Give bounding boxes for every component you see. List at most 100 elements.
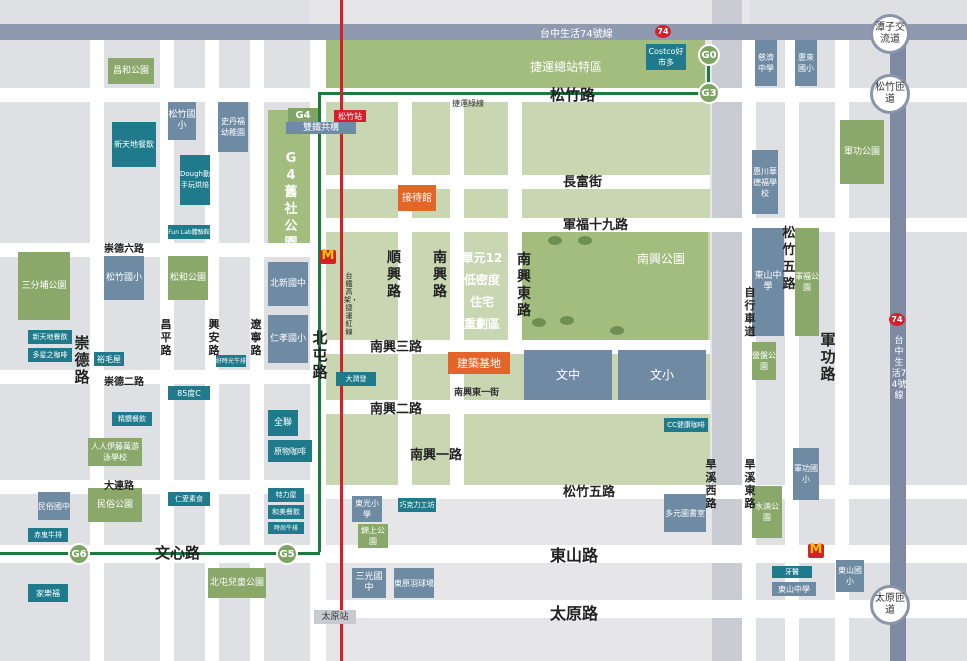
hanxidong-label: 旱溪東路: [744, 458, 756, 510]
chongde6-label: 崇德六路: [104, 244, 144, 255]
dongshan-hs-label[interactable]: 東山中學: [772, 582, 816, 596]
station-g5[interactable]: G5: [276, 543, 298, 565]
station-g6[interactable]: G6: [68, 543, 90, 565]
park-beitun-kids[interactable]: 北屯兒童公園: [208, 568, 266, 598]
dough-bakery[interactable]: Dough動手玩烘焙: [180, 155, 210, 205]
reception-building[interactable]: 接待館: [398, 185, 436, 211]
road-chongde: [90, 40, 104, 661]
metro-green-line-v: [318, 92, 321, 552]
chongde2-label: 崇德二路: [104, 377, 144, 388]
changfu-st-label: 長富街: [563, 175, 603, 190]
construction-site[interactable]: 建築基地: [448, 352, 510, 374]
fun-lab[interactable]: Fun Lab體驗館: [168, 225, 210, 239]
station-g4-badge[interactable]: G4: [288, 108, 318, 122]
park-jinshang[interactable]: 錦上公園: [358, 524, 388, 548]
road-wenxin: [0, 545, 967, 563]
liaoning-label: 遼寧路: [250, 318, 262, 357]
school-renxiao[interactable]: 仁孝國小: [268, 315, 308, 363]
zone-label-1: 單元12: [461, 251, 503, 265]
nanxing3-label: 南興三路: [370, 340, 423, 355]
yuanwu-cafe[interactable]: 原物咖啡: [268, 440, 312, 462]
road-jungong: [835, 40, 849, 661]
junfu19-label: 軍福十九路: [563, 218, 629, 233]
85c[interactable]: 85度C: [168, 386, 210, 400]
jingjing-restaurant[interactable]: 精饌餐飲: [112, 412, 152, 426]
shijia-steak[interactable]: 好時光牛排: [216, 355, 246, 367]
school-huilai[interactable]: 惠來國小: [795, 40, 817, 86]
dongyuan-badminton[interactable]: 東原羽球場: [394, 568, 434, 598]
school-minhua[interactable]: 民俗國中: [38, 492, 70, 520]
park-mouhsing[interactable]: 營盤公園: [752, 342, 776, 380]
tree-icon: [548, 236, 562, 245]
school-beixin[interactable]: 北新國中: [268, 262, 308, 306]
chenghuang-steak[interactable]: 赤鬼牛排: [28, 528, 68, 542]
metro-green-line-g0: [707, 55, 710, 95]
road-taiyuan: [310, 600, 967, 618]
dongshan-label: 東山路: [550, 546, 599, 565]
tree-icon: [578, 236, 592, 245]
songzhu-station-badge[interactable]: 松竹站: [334, 110, 366, 122]
school-dongshan-hs[interactable]: 東山中學: [752, 228, 784, 336]
school-sanguang[interactable]: 三光國中: [352, 568, 386, 598]
road-nanxing2: [325, 400, 710, 414]
station-g3[interactable]: G3: [698, 82, 720, 104]
duoyuan-library[interactable]: 多元圖書室: [664, 494, 706, 532]
xintiandi-2[interactable]: 新天地餐飲: [28, 330, 72, 344]
highway74-label: 台中生活74號線: [540, 29, 613, 40]
highway74-shield: 74: [655, 25, 671, 38]
nanxing-label: 南興路: [433, 250, 447, 300]
nanxing-park-label: 南興公園: [637, 252, 686, 266]
kindergarten[interactable]: 史丹福幼稚園: [218, 102, 248, 152]
park-jungong[interactable]: 軍功公園: [840, 120, 884, 184]
quanlian[interactable]: 全聯: [268, 410, 298, 436]
taiyuan-ramp[interactable]: 太原匝道: [870, 585, 910, 625]
cc-cafe[interactable]: CC健康咖啡: [664, 418, 708, 432]
dalian-label: 大連路: [104, 481, 134, 492]
park-sanfenpu[interactable]: 三分埔公園: [18, 252, 70, 320]
park-minsu[interactable]: 民俗公園: [88, 488, 142, 522]
park-shuiyun[interactable]: 水湳公園: [752, 486, 782, 538]
carrefour[interactable]: 家樂福: [28, 584, 68, 602]
costco[interactable]: Costco好市多: [646, 44, 686, 70]
renren-swim[interactable]: 人人伊藤萬游泳學校: [88, 438, 142, 466]
park-songhe[interactable]: 松和公園: [168, 256, 208, 300]
mouhsing-poi[interactable]: 牙醫: [772, 566, 812, 578]
zone-label-2: 低密度: [463, 273, 500, 287]
school-songzhu-elem2[interactable]: 松竹國小: [104, 256, 144, 300]
highway74-vertical: [890, 40, 906, 661]
school-songzhu-elem[interactable]: 松竹國小: [168, 102, 196, 140]
dashouyao[interactable]: 大潤發: [336, 372, 376, 386]
school-dongshan-elem[interactable]: 東山國小: [836, 560, 864, 592]
school-wenxiao[interactable]: 文小: [618, 350, 706, 400]
park-junfu[interactable]: 軍福公園: [795, 228, 819, 336]
taiyuan-station-badge[interactable]: 太原站: [314, 610, 356, 624]
nanxing1-label: 南興一路: [410, 448, 463, 463]
road-nanxing3: [325, 340, 710, 354]
zhitu-steak[interactable]: 時尚牛排: [268, 522, 304, 534]
chocolate-workshop[interactable]: 巧克力工坊: [398, 498, 436, 512]
metro-red-line: [340, 0, 343, 661]
park-changhe[interactable]: 昌和公園: [108, 58, 154, 84]
duoxing-cafe[interactable]: 多星之咖啡: [28, 348, 72, 362]
songzhu-ramp[interactable]: 松竹匝道: [870, 74, 910, 114]
road-nanxingdong: [508, 95, 522, 340]
school-dongguang[interactable]: 東光小學: [352, 496, 382, 522]
tewei[interactable]: 特力屋: [268, 488, 304, 502]
renai-vegan[interactable]: 仁愛素食: [168, 492, 210, 506]
school-jungong-elem[interactable]: 軍功國小: [793, 448, 819, 500]
yuqian[interactable]: 裕毛屋: [94, 352, 124, 366]
taiyuan-label: 太原路: [550, 604, 599, 623]
school-huixi[interactable]: 惠川華德福學校: [752, 150, 778, 214]
station-g0[interactable]: G0: [698, 44, 720, 66]
school-ciji[interactable]: 慈濟中學: [755, 40, 777, 86]
tree-icon: [532, 318, 546, 327]
wenxin-label: 文心路: [155, 544, 201, 562]
school-wenzhong[interactable]: 文中: [524, 350, 612, 400]
tanzi-interchange[interactable]: 潭子交流道: [870, 14, 910, 54]
highway74-shield-v: 74: [889, 313, 905, 326]
hehe-restaurant[interactable]: 和美餐飲: [268, 505, 304, 519]
songzhu-road-label: 松竹路: [550, 86, 596, 104]
road-dalian: [0, 480, 310, 494]
xintiandi-restaurant[interactable]: 新天地餐飲: [112, 122, 156, 167]
